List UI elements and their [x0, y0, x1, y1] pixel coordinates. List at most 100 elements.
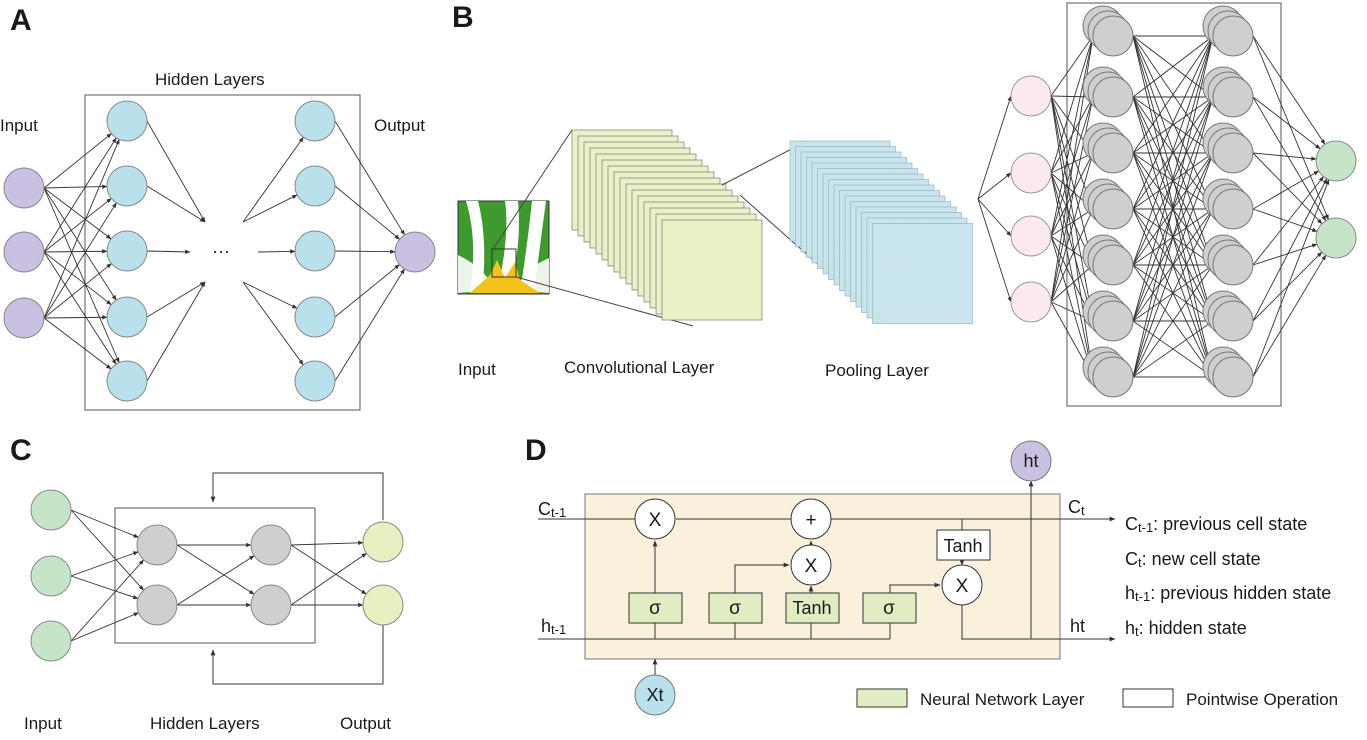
- fc-hidden-node: [1092, 300, 1134, 342]
- edge: [1132, 35, 1214, 378]
- edge: [257, 249, 296, 254]
- definition-2: ht-1: previous hidden state: [1125, 583, 1331, 604]
- edge: [1252, 243, 1318, 266]
- fc-hidden-node: [1212, 244, 1254, 286]
- edge: [146, 281, 206, 318]
- cell-add-op: [790, 498, 832, 540]
- rnn-hidden-node: [250, 524, 292, 566]
- panel-b-fc-edges: [977, 35, 1330, 378]
- h-prev-label: ht-1: [541, 616, 566, 637]
- edge: [977, 198, 1012, 237]
- fc-hidden-node: [1092, 132, 1134, 174]
- input-node: [3, 167, 45, 209]
- rnn-hidden-label: Hidden Layers: [150, 714, 260, 733]
- edge: [43, 251, 117, 365]
- input-label: Input: [0, 116, 38, 135]
- fc-hidden-node: [1092, 356, 1134, 398]
- convolutional-feature-maps: [571, 129, 763, 321]
- edge: [1132, 35, 1214, 98]
- hidden-layers-label: Hidden Layers: [155, 70, 265, 89]
- edge: [1132, 96, 1214, 266]
- edge: [1050, 152, 1094, 237]
- edge: [1132, 96, 1214, 154]
- edge: [1050, 96, 1095, 303]
- edge: [1132, 35, 1214, 210]
- forget-gate-sigma-label: σ: [649, 598, 661, 619]
- edge: [977, 172, 1012, 200]
- rnn-input-node: [30, 489, 72, 531]
- fc-output-node: [1315, 140, 1357, 182]
- edge: [334, 268, 405, 382]
- edge: [1132, 35, 1214, 154]
- edge: [43, 198, 112, 253]
- edge: [70, 575, 139, 600]
- edge: [290, 552, 367, 606]
- legend-pointwise-swatch: [1122, 688, 1174, 708]
- edge: [242, 281, 298, 309]
- edge: [43, 187, 120, 364]
- rnn-output-label: Output: [340, 714, 391, 733]
- definition-1: Ct: new cell state: [1125, 549, 1261, 570]
- rnn-input-label: Input: [24, 714, 62, 733]
- edge: [242, 281, 304, 366]
- edge: [43, 251, 112, 306]
- output-gate-sigma-label: σ: [883, 598, 895, 619]
- edge: [43, 187, 112, 240]
- panel-b-convolutional-network: B Input Convolutional Layer Pooling Laye…: [452, 1, 1357, 407]
- edge: [290, 544, 367, 595]
- output-multiply-symbol: X: [956, 576, 969, 597]
- edge: [1132, 264, 1214, 378]
- edge: [1050, 35, 1094, 97]
- edge: [334, 185, 400, 240]
- panel-c-nodes: [30, 489, 404, 662]
- input-gate-sigma: [708, 592, 763, 624]
- fc-hidden-node: [1092, 244, 1134, 286]
- rnn-hidden-node: [250, 584, 292, 626]
- input-node: [3, 297, 45, 339]
- edge: [334, 249, 396, 254]
- legend-nn-layer-label: Neural Network Layer: [920, 690, 1085, 709]
- edge: [334, 120, 405, 236]
- candidate-tanh: [785, 592, 840, 624]
- fc-hidden-node: [1212, 300, 1254, 342]
- edge: [1132, 320, 1214, 378]
- edge: [1050, 95, 1095, 378]
- output-node: [394, 231, 436, 273]
- fc-input-node: [1010, 75, 1052, 117]
- input-multiply-symbol: X: [805, 556, 818, 577]
- output-gate-sigma: [862, 592, 917, 624]
- forget-gate-sigma: [628, 592, 683, 624]
- hidden-node: [294, 230, 336, 272]
- edge: [43, 137, 117, 253]
- edge: [977, 198, 1012, 303]
- edge: [43, 184, 108, 189]
- panel-d-lstm-cell: D X + X X Tanh: [525, 434, 1338, 716]
- edge: [70, 559, 145, 642]
- edge: [1252, 96, 1321, 150]
- hidden-node: [294, 296, 336, 338]
- edge: [1132, 152, 1214, 378]
- edge: [146, 249, 191, 255]
- fc-hidden-node: [1212, 188, 1254, 230]
- panel-d-letter: D: [525, 434, 547, 467]
- fc-output-node: [1315, 217, 1357, 259]
- edge: [290, 540, 364, 546]
- fc-input-node: [1010, 152, 1052, 194]
- forget-multiply-op: [634, 498, 676, 540]
- panel-a-edges: [43, 120, 405, 382]
- fc-hidden-node: [1092, 188, 1134, 230]
- edge: [1132, 35, 1214, 322]
- fc-hidden-node: [1212, 76, 1254, 118]
- fc-input-node: [1010, 281, 1052, 323]
- definition-0: Ct-1: previous cell state: [1125, 514, 1307, 535]
- panel-a-fully-connected-network: A Hidden Layers Input Output ···: [0, 4, 436, 411]
- edge: [1252, 178, 1328, 322]
- h-next-label: ht: [1070, 616, 1085, 636]
- rnn-hidden-node: [136, 524, 178, 566]
- edge: [146, 281, 206, 382]
- hidden-node: [294, 100, 336, 142]
- edge: [43, 263, 112, 319]
- rnn-output-node: [362, 584, 404, 626]
